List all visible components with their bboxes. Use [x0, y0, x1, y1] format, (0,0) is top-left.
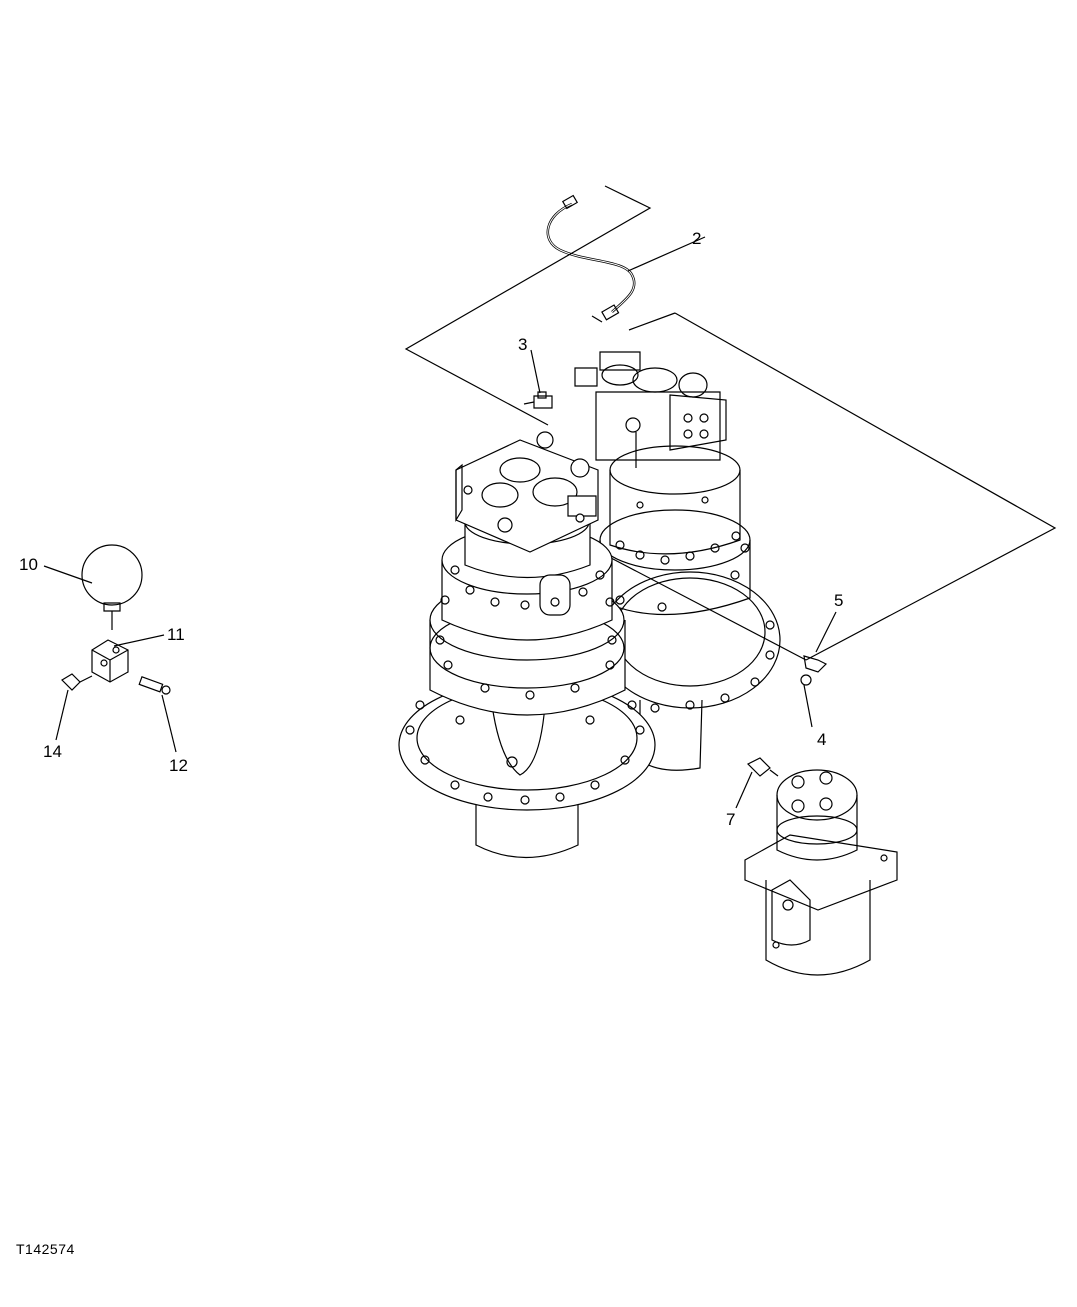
leader-lines: [44, 237, 836, 808]
figure-id: T142574: [16, 1241, 75, 1257]
hose-assembly: [548, 196, 634, 322]
center-joint: [745, 770, 897, 975]
callout-10: 10: [19, 555, 38, 574]
callout-5: 5: [834, 591, 844, 610]
front-bolts: [406, 566, 644, 804]
manifold-part-11: [62, 640, 170, 694]
callout-14: 14: [43, 742, 62, 761]
callout-7: 7: [726, 810, 736, 829]
accumulator-part-10: [82, 545, 142, 630]
swing-motor-rear: [575, 352, 780, 770]
phantom-lines: [406, 186, 1055, 660]
swing-motor-front: [399, 432, 655, 858]
rear-bolts: [616, 497, 774, 712]
callout-4: 4: [817, 730, 827, 749]
callout-3: 3: [518, 335, 528, 354]
callout-2: 2: [692, 229, 702, 248]
callout-12: 12: [169, 756, 188, 775]
fitting-part-4-5: [801, 656, 826, 685]
fitting-part-7: [748, 758, 778, 776]
callout-11: 11: [167, 625, 185, 644]
fitting-part-3: [524, 392, 552, 408]
